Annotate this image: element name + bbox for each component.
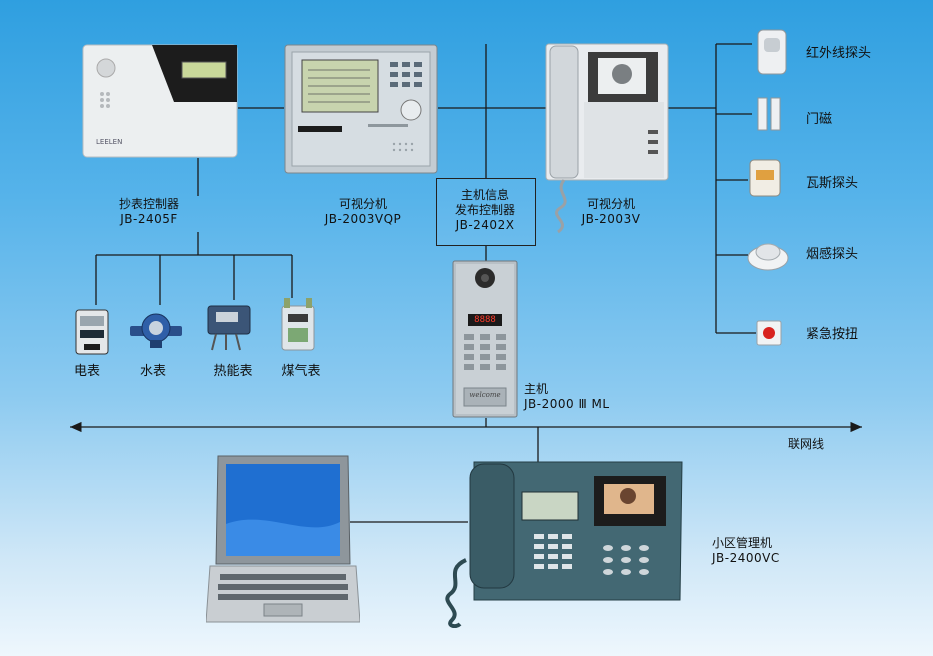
info-controller-model: JB-2402X: [455, 218, 515, 232]
network-line-label: 联网线: [788, 437, 825, 451]
smoke-detector-icon: [746, 234, 790, 274]
meter-controller-name: 抄表控制器: [118, 197, 179, 211]
main-unit-panel-text: welcome: [469, 391, 501, 399]
meter-label-gas: 煤气表: [281, 364, 321, 379]
gas-meter-icon: [278, 296, 318, 354]
sensor-label-gas: 瓦斯探头: [806, 176, 859, 191]
community-manager-label: 小区管理机 JB-2400VC: [712, 536, 780, 566]
visual-extension-vqp-name: 可视分机: [338, 197, 387, 211]
meter-label-heat: 热能表: [213, 364, 253, 379]
main-unit-display: 8888: [474, 315, 496, 325]
sensor-label-infrared: 红外线探头: [806, 46, 872, 61]
meter-label-electric: 电表: [73, 364, 100, 379]
visual-extension-vqp-device: [284, 44, 438, 174]
info-controller-label: 主机信息 发布控制器 JB-2402X: [436, 188, 534, 233]
visual-extension-v-model: JB-2003V: [581, 212, 641, 226]
laptop-icon: [205, 454, 361, 626]
visual-extension-vqp-model: JB-2003VQP: [324, 212, 402, 226]
sensor-label-door-magnet: 门磁: [806, 112, 833, 127]
heat-meter-icon: [204, 300, 254, 354]
main-unit-name: 主机: [524, 382, 549, 396]
visual-extension-v-device: [544, 42, 670, 238]
electric-meter-icon: [72, 308, 112, 356]
infrared-detector-icon: [752, 26, 792, 78]
sensor-label-smoke: 烟感探头: [806, 247, 859, 262]
door-magnet-icon: [754, 96, 786, 132]
main-unit-model: JB-2000 Ⅲ ML: [524, 397, 610, 411]
sensor-label-emergency: 紧急按扭: [806, 327, 859, 342]
main-unit-label: 主机 JB-2000 Ⅲ ML: [524, 382, 610, 412]
visual-extension-v-label: 可视分机 JB-2003V: [572, 197, 650, 227]
brand-logo: LEELEN: [96, 138, 122, 146]
info-controller-box: [436, 178, 536, 246]
visual-extension-v-name: 可视分机: [586, 197, 635, 211]
main-unit-device: 8888 welcome: [452, 260, 518, 418]
visual-extension-vqp-label: 可视分机 JB-2003VQP: [318, 197, 408, 227]
emergency-button-icon: [756, 320, 782, 346]
info-controller-name-line2: 发布控制器: [454, 203, 515, 217]
water-meter-icon: [128, 310, 184, 350]
gas-detector-icon: [746, 154, 784, 200]
community-manager-model: JB-2400VC: [712, 551, 780, 565]
meter-controller-device: LEELEN: [82, 44, 238, 158]
meter-label-water: 水表: [139, 364, 166, 379]
meter-controller-label: 抄表控制器 JB-2405F: [112, 197, 186, 227]
info-controller-name-line1: 主机信息: [460, 188, 509, 202]
community-manager-device: [444, 460, 684, 629]
meter-controller-model: JB-2405F: [120, 212, 178, 226]
community-manager-name: 小区管理机: [712, 536, 773, 550]
